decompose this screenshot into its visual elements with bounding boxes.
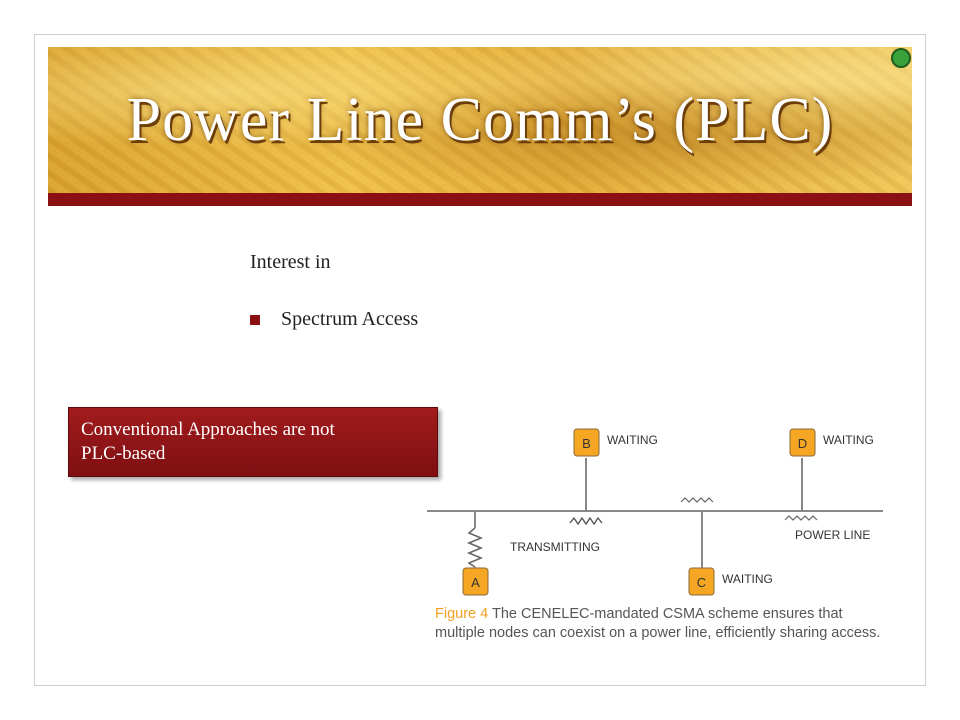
node-b-id: B: [582, 436, 591, 451]
node-d-status: WAITING: [823, 433, 874, 447]
callout-box: Conventional Approaches are not PLC-base…: [68, 407, 438, 477]
node-d-box: [789, 428, 816, 457]
node-a-id: A: [471, 575, 480, 590]
figure-caption-prefix: Figure 4: [435, 606, 489, 622]
bullet-item: Spectrum Access: [250, 308, 418, 331]
node-c-box: [688, 567, 715, 596]
node-d-id: D: [798, 436, 807, 451]
node-b-status: WAITING: [607, 433, 658, 447]
bullet-label: Spectrum Access: [281, 308, 419, 330]
node-a-status: TRANSMITTING: [510, 540, 600, 554]
power-line-label: POWER LINE: [795, 528, 870, 542]
csma-diagram: B WAITING D WAITING A TRANSMITTING C WAI…: [427, 428, 883, 596]
figure-caption-text: The CENELEC-mandated CSMA scheme ensures…: [435, 606, 881, 641]
title-underline-bar: [48, 193, 912, 206]
callout-line-1: Conventional Approaches are not: [81, 419, 335, 440]
figure-caption: Figure 4 The CENELEC-mandated CSMA schem…: [435, 605, 895, 643]
transmit-signal-icon: [466, 527, 484, 568]
slide-title: Power Line Comm’s (PLC): [126, 85, 834, 154]
node-c-status: WAITING: [722, 572, 773, 586]
bullet-square-icon: [250, 314, 260, 325]
intro-text: Interest in: [250, 251, 331, 273]
node-a-box: [462, 567, 489, 596]
slide-frame: [34, 34, 926, 686]
title-banner: Power Line Comm’s (PLC): [48, 47, 912, 193]
status-dot-icon: [891, 48, 911, 68]
node-b-box: [573, 428, 600, 457]
callout-line-2: PLC-based: [81, 443, 166, 464]
signal-wave-icon: [569, 516, 603, 526]
signal-wave-icon-right: [784, 515, 818, 521]
node-c-id: C: [697, 575, 706, 590]
signal-wave-icon-far: [680, 497, 714, 503]
